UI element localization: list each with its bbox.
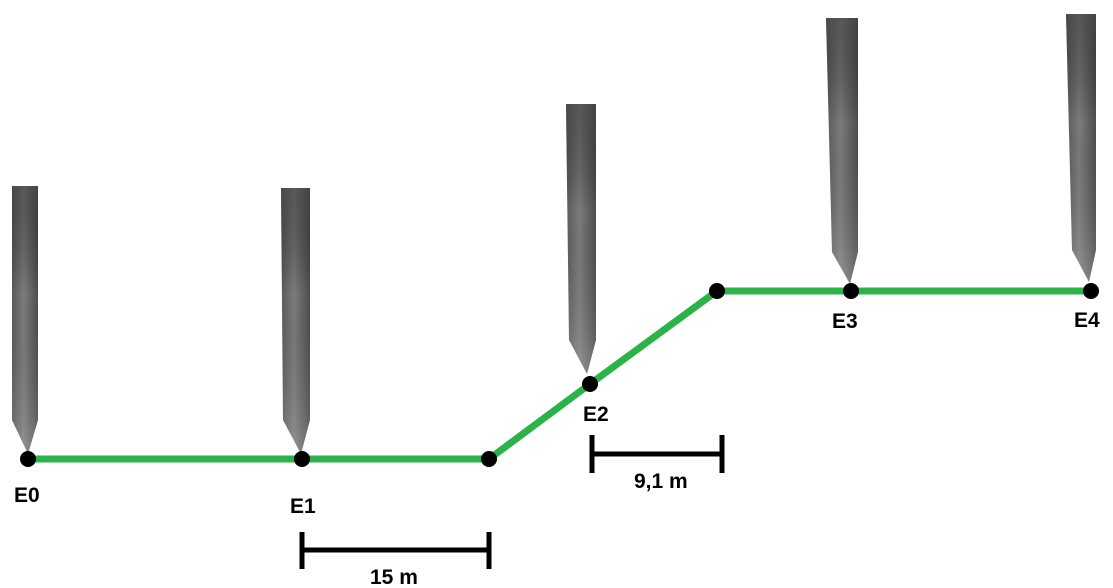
station-point-e0 [20,451,36,467]
stake-icon [1066,14,1096,282]
ground-profile-line [28,287,1091,463]
station-label-e2: E2 [583,403,609,426]
station-label-e0: E0 [14,484,40,507]
scale-label-9-1m: 9,1 m [634,470,688,493]
scale-bar-15m [299,532,492,569]
break-point [709,283,725,299]
station-label-e4: E4 [1074,309,1100,332]
station-point-e1 [294,451,310,467]
station-point-e4 [1083,283,1099,299]
scale-label-15m: 15 m [370,566,418,588]
station-label-e3: E3 [832,310,858,333]
stake-icon [281,188,310,454]
stake-icon [826,18,858,284]
station-point-e3 [843,283,859,299]
station-point-e2 [582,376,598,392]
break-point [481,451,497,467]
scale-bar-9-1m [589,435,725,473]
stake-icon [566,104,596,374]
station-label-e1: E1 [290,495,316,518]
stake-icon [12,186,38,454]
